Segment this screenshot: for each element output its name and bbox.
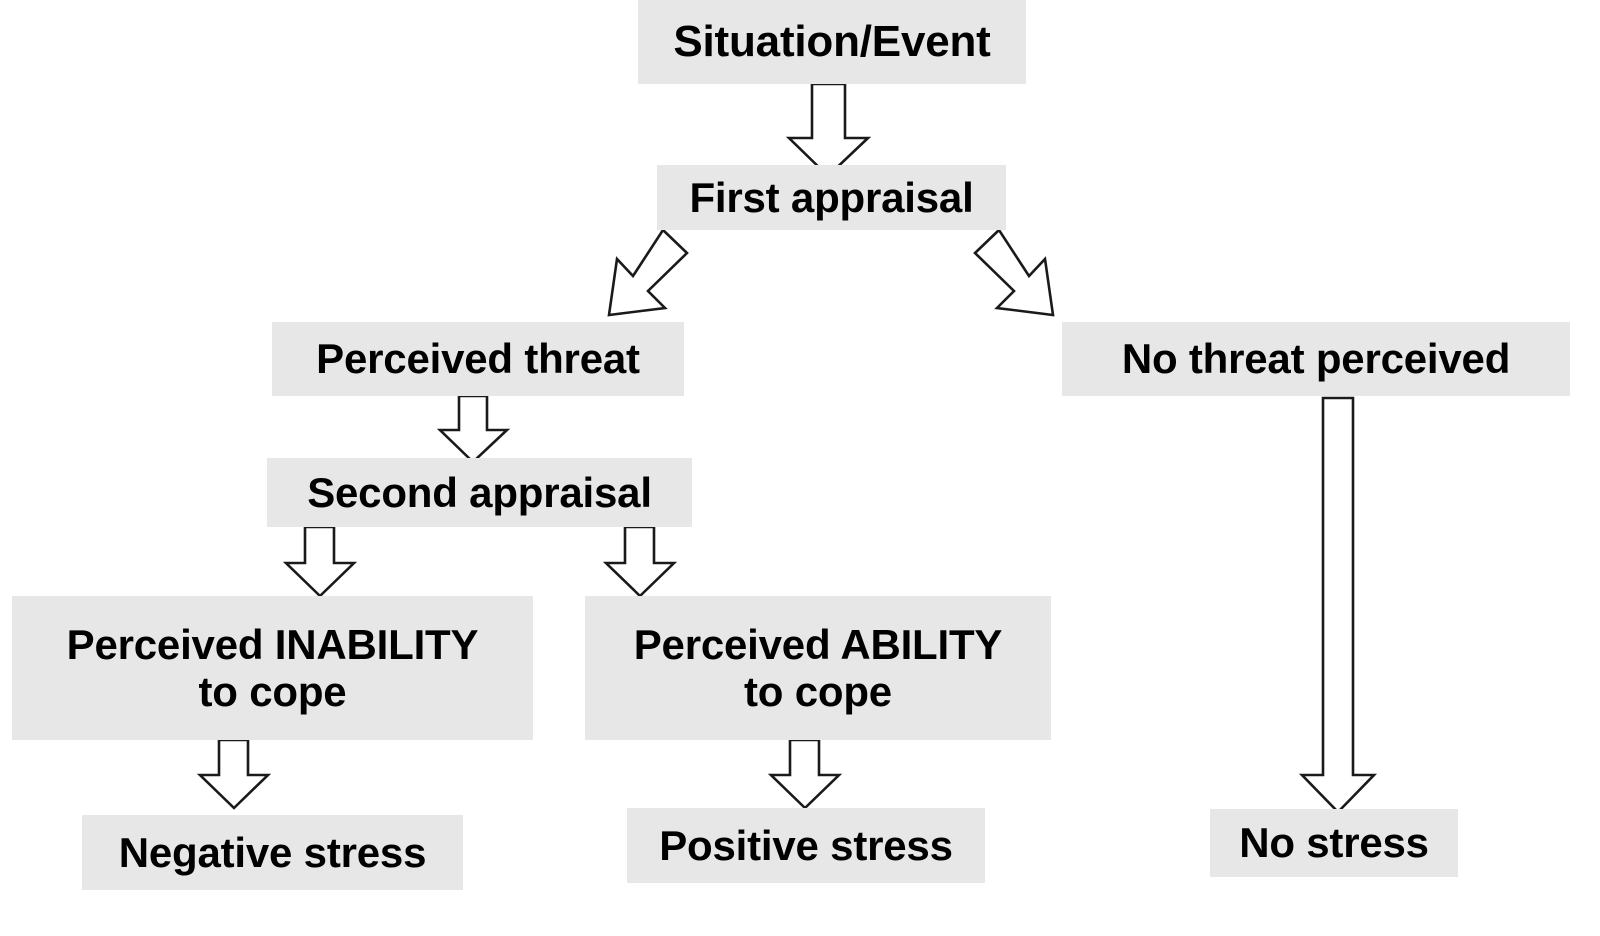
node-no-threat-perceived[interactable]: No threat perceived — [1062, 322, 1570, 396]
node-second-appraisal[interactable]: Second appraisal — [267, 458, 692, 527]
node-situation-event[interactable]: Situation/Event — [638, 0, 1026, 84]
arrow-situation-to-first-appraisal — [785, 82, 872, 178]
arrow-second-appraisal-to-perceived-ability — [602, 525, 678, 598]
arrow-perceived-threat-to-second-appraisal — [436, 394, 511, 464]
arrow-no-threat-perceived-to-no-stress — [1298, 396, 1378, 814]
arrow-perceived-ability-to-positive-stress — [767, 738, 843, 810]
node-perceived-inability-to-cope[interactable]: Perceived INABILITY to cope — [12, 596, 533, 740]
arrow-first-appraisal-to-perceived-threat — [607, 227, 689, 317]
node-first-appraisal[interactable]: First appraisal — [657, 165, 1006, 230]
arrow-first-appraisal-to-no-threat-perceived — [973, 227, 1055, 317]
node-perceived-threat[interactable]: Perceived threat — [272, 322, 684, 396]
node-perceived-ability-to-cope[interactable]: Perceived ABILITY to cope — [585, 596, 1051, 740]
arrow-perceived-inability-to-negative-stress — [196, 738, 272, 810]
node-no-stress[interactable]: No stress — [1210, 809, 1458, 877]
arrow-second-appraisal-to-perceived-inability — [282, 525, 358, 598]
node-negative-stress[interactable]: Negative stress — [82, 815, 463, 890]
node-positive-stress[interactable]: Positive stress — [627, 808, 985, 883]
